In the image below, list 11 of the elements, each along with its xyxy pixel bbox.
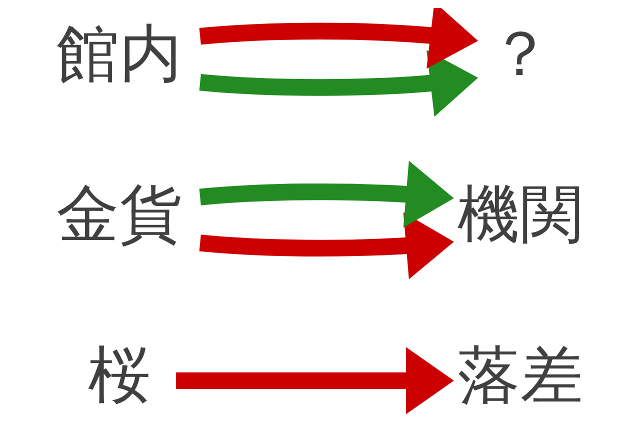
arrow [199,212,454,280]
node-text: 機関 [457,178,584,251]
node-text: 落差 [457,338,584,412]
node-text: 桜 [88,338,152,412]
arrow [199,160,454,228]
node-text: 金貨 [56,178,183,251]
arrow [176,347,454,414]
node-text: 館内 [56,16,183,90]
arrow [199,8,478,69]
arrow [199,50,478,117]
node-text: ？ [488,16,552,90]
